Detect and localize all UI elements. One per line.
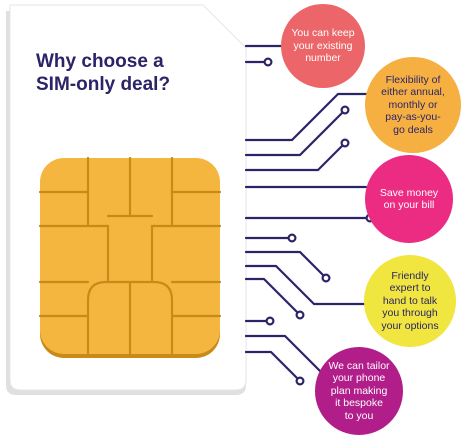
node-9 (295, 376, 305, 386)
benefit-4-line-4: you through (382, 307, 438, 320)
circuit-traces (244, 44, 370, 383)
benefit-2-line-1: Flexibility of (385, 73, 441, 86)
title-line-1: Why choose a (36, 51, 164, 72)
benefit-5-line-5: to you (344, 409, 374, 422)
node-2 (340, 105, 350, 115)
trace-4 (244, 108, 347, 157)
benefit-4-line-1: Friendly (391, 269, 429, 282)
diagram-title: Why choose a SIM-only deal? (36, 50, 206, 96)
node-5 (287, 233, 297, 243)
benefit-3-line-2: on your bill (383, 199, 435, 211)
node-7 (295, 310, 305, 320)
trace-3 (244, 92, 370, 142)
benefit-1-line-1: You can keep (291, 27, 355, 40)
node-6 (321, 273, 331, 283)
benefit-flexibility: Flexibility of either annual, monthly or… (365, 57, 461, 153)
trace-11 (244, 277, 302, 317)
benefit-3-line-1: Save money (379, 186, 439, 199)
node-1 (263, 57, 273, 67)
benefit-5-line-3: plan making (330, 384, 388, 397)
benefit-save-money: Save money on your bill (365, 155, 453, 243)
benefit-keep-number: You can keep your existing number (281, 4, 365, 88)
sim-chip (38, 156, 222, 358)
trace-14 (244, 350, 302, 383)
benefit-5-line-1: We can tailor (328, 359, 390, 372)
benefit-2-line-2: either annual, (381, 86, 445, 99)
node-8 (265, 316, 275, 326)
benefit-5-line-2: your phone (332, 372, 386, 385)
benefit-2-line-5: go deals (393, 123, 433, 136)
benefit-4-line-3: hand to talk (382, 294, 438, 307)
trace-13 (244, 334, 324, 375)
benefit-5-line-4: it bespoke (335, 397, 383, 410)
benefit-4-line-5: your options (381, 319, 439, 332)
trace-5 (244, 141, 347, 172)
benefit-4-line-2: expert to (389, 282, 431, 295)
trace-9 (244, 250, 328, 280)
benefit-1-line-2: your existing (293, 39, 353, 52)
benefit-friendly-expert: Friendly expert to hand to talk you thro… (364, 255, 456, 347)
benefit-1-line-3: number (305, 52, 341, 65)
benefit-2-line-4: pay-as-you- (385, 111, 441, 124)
trace-10 (244, 264, 366, 306)
title-line-2: SIM-only deal? (36, 74, 171, 95)
benefit-2-line-3: monthly or (388, 98, 438, 111)
benefit-tailor-plan: We can tailor your phone plan making it … (315, 347, 403, 435)
node-3 (340, 138, 350, 148)
